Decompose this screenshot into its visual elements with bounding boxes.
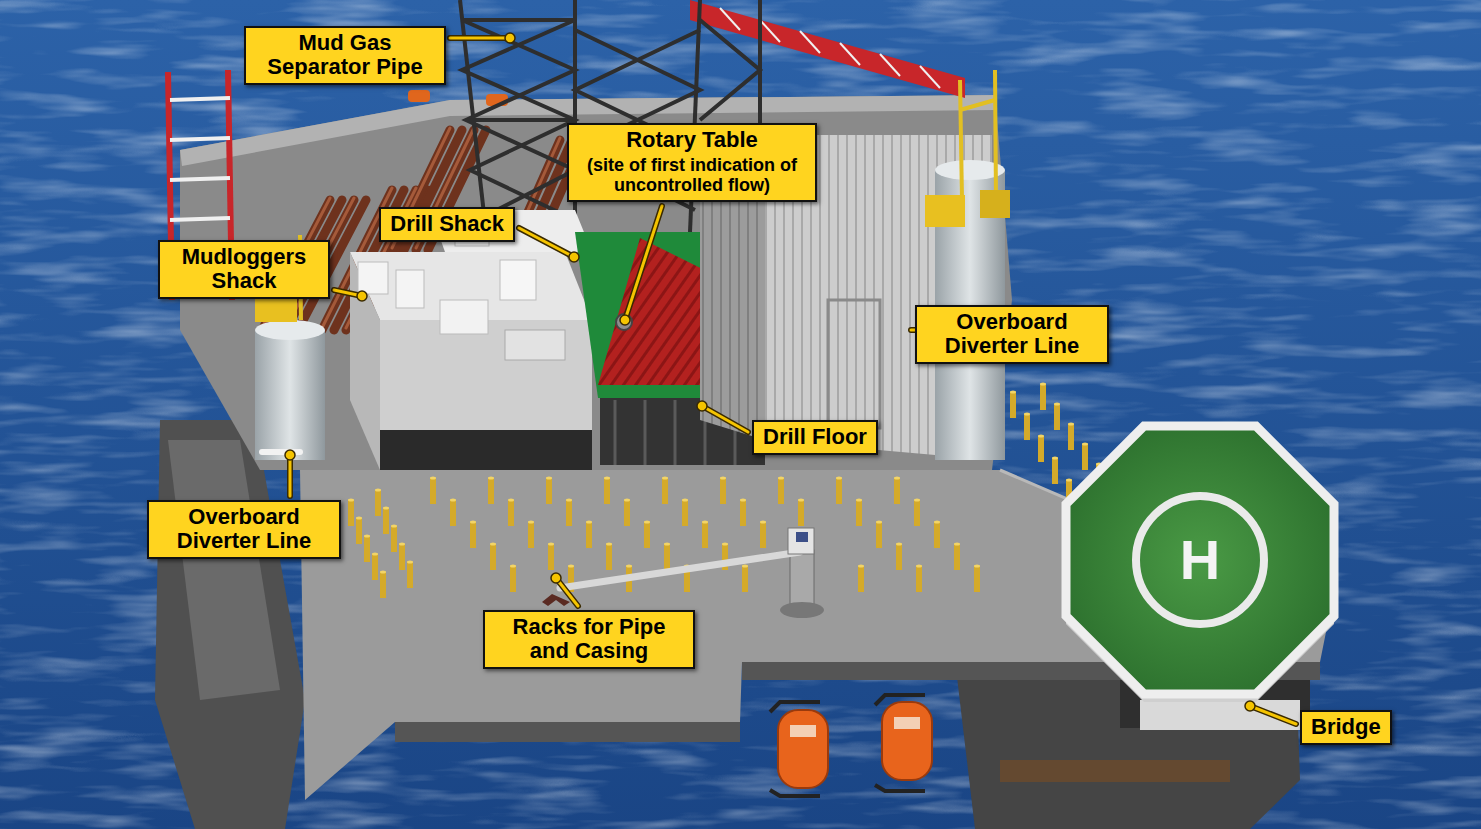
bollard [914, 499, 920, 527]
bollard [1010, 391, 1016, 419]
callout-box: Mud Gas Separator Pipe [244, 26, 446, 85]
bollard [548, 543, 554, 571]
bollard [974, 565, 980, 593]
callout-box: Mudloggers Shack [158, 240, 330, 299]
bollard [383, 507, 389, 535]
bollard [380, 571, 386, 599]
bollard [348, 499, 354, 527]
bollard [858, 565, 864, 593]
bollard [876, 521, 882, 549]
callout-box: Bridge [1300, 710, 1392, 745]
bollard [364, 535, 370, 563]
bollard [682, 499, 688, 527]
bollard [356, 517, 362, 545]
callout-box: Rotary Table (site of first indication of… [567, 123, 817, 202]
bollard [399, 543, 405, 571]
callout-text: Drill Shack [390, 212, 504, 236]
callout-text: Mud Gas Separator Pipe [255, 31, 435, 79]
bollard [391, 525, 397, 553]
bollard [490, 543, 496, 571]
callout-text: Bridge [1311, 715, 1381, 739]
bollard [375, 489, 381, 517]
bollard [896, 543, 902, 571]
bollard [624, 499, 630, 527]
bollard [1024, 413, 1030, 441]
callout-text: Rotary Table [578, 128, 806, 152]
bollard [1040, 383, 1046, 411]
bollard [664, 543, 670, 571]
callout-text: Drill Floor [763, 425, 867, 449]
callout-box: Drill Shack [379, 207, 515, 242]
callout-text: Mudloggers Shack [169, 245, 319, 293]
bollard [508, 499, 514, 527]
bollard [488, 477, 494, 505]
bollard [894, 477, 900, 505]
bollard [430, 477, 436, 505]
bollard [450, 499, 456, 527]
bollard [742, 565, 748, 593]
bollard [760, 521, 766, 549]
bollard [702, 521, 708, 549]
bollard [798, 499, 804, 527]
callout-box: Racks for Pipe and Casing [483, 610, 695, 669]
bollard [1052, 457, 1058, 485]
bollard [740, 499, 746, 527]
bollard [407, 561, 413, 589]
helipad-marking: H [1180, 532, 1220, 588]
bollard [644, 521, 650, 549]
callout-box: Overboard Diverter Line [915, 305, 1109, 364]
bollard [916, 565, 922, 593]
bollard [586, 521, 592, 549]
bollard [720, 477, 726, 505]
bollard [372, 553, 378, 581]
callout-text: Racks for Pipe and Casing [494, 615, 684, 663]
callout-note: (site of first indication of uncontrolle… [578, 155, 806, 196]
bollard [528, 521, 534, 549]
callout-box: Drill Floor [752, 420, 878, 455]
bollard [604, 477, 610, 505]
bollard [510, 565, 516, 593]
callout-box: Overboard Diverter Line [147, 500, 341, 559]
bollard [606, 543, 612, 571]
bollard [1054, 403, 1060, 431]
bollard [778, 477, 784, 505]
bollard [1082, 443, 1088, 471]
bollard [1038, 435, 1044, 463]
bollard [934, 521, 940, 549]
bollard [546, 477, 552, 505]
bollard [1068, 423, 1074, 451]
bollard [566, 499, 572, 527]
bollard [836, 477, 842, 505]
bollard [470, 521, 476, 549]
callout-text: Overboard Diverter Line [158, 505, 330, 553]
bollard [954, 543, 960, 571]
bollard [662, 477, 668, 505]
bollard [856, 499, 862, 527]
callout-text: Overboard Diverter Line [926, 310, 1098, 358]
